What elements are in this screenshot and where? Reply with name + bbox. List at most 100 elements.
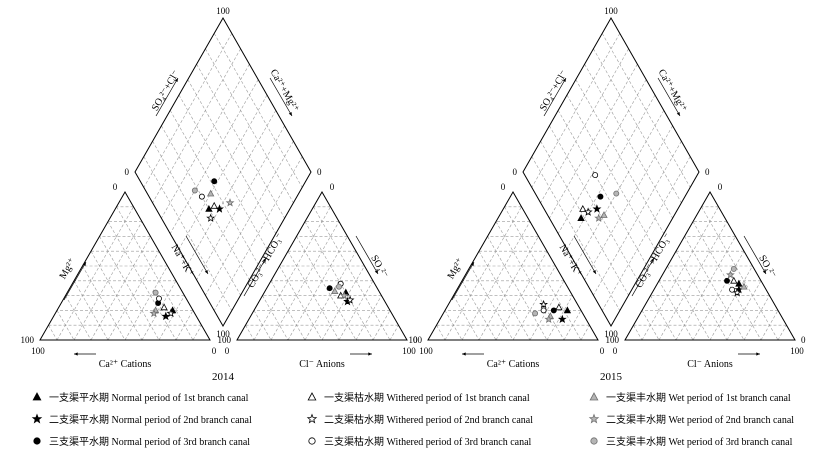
grid-line [270, 221, 340, 341]
data-point-cation [563, 306, 572, 314]
grid-line [169, 110, 259, 265]
grid-line [512, 265, 556, 341]
grid-line [178, 94, 268, 250]
corner-tick: 100 [604, 329, 618, 339]
axis-arrowhead [368, 352, 372, 356]
axis-arrowhead [374, 270, 378, 274]
grid-line [478, 236, 539, 341]
axis-label-camg: Ca²⁺+Mg²⁺ [656, 68, 689, 114]
grid-line [470, 265, 514, 341]
axis-arrow [243, 257, 267, 297]
data-point-cation [152, 289, 159, 296]
grid-line [444, 206, 522, 341]
axis-arrow [355, 235, 379, 275]
corner-tick: 0 [801, 335, 806, 345]
data-point-anion [730, 265, 737, 272]
legend-marker [31, 413, 43, 424]
grid-line [124, 265, 168, 341]
corner-tick: 100 [216, 329, 230, 339]
grid-line [389, 325, 399, 341]
grid-line [584, 125, 673, 280]
grid-line [187, 79, 277, 234]
grid-line [549, 64, 638, 219]
grid-line [161, 125, 250, 280]
axis-label-mg: Mg²⁺ [446, 256, 467, 281]
axis-arrow [543, 77, 567, 117]
grid-line [192, 325, 202, 341]
axis-label-nak: Na⁺+K⁺ [169, 243, 196, 279]
grid-line [304, 221, 374, 341]
axis-arrowhead [756, 352, 760, 356]
legend-marker [307, 392, 317, 401]
data-point-diamond [592, 204, 602, 213]
corner-tick: 0 [705, 167, 710, 177]
grid-line [158, 295, 185, 341]
data-point-diamond [191, 187, 198, 194]
grid-line [143, 33, 233, 188]
axis-arrow [451, 261, 475, 301]
axis-arrowhead [462, 352, 466, 356]
legend-label: 三支渠平水期 Normal period of 3rd branch canal [49, 436, 250, 448]
legend-label: 一支渠枯水期 Withered period of 1st branch can… [324, 391, 530, 404]
axis-arrowhead [562, 78, 566, 82]
data-point-cation [532, 310, 539, 317]
data-point-anion [326, 285, 333, 292]
grid-line [461, 280, 497, 341]
legend-item: 二支渠平水期 Normal period of 2nd branch canal [31, 413, 252, 426]
legend-label: 二支渠枯水期 Withered period of 2nd branch can… [324, 413, 533, 426]
grid-line [178, 94, 268, 250]
data-point-anion [730, 276, 738, 284]
corner-tick: 100 [409, 335, 423, 345]
legend-label: 二支渠丰水期 Wet period of 2nd branch canal [606, 413, 794, 426]
axis-label-cl-anions: Cl⁻ Anions [687, 359, 733, 370]
legend-item: 三支渠平水期 Normal period of 3rd branch canal [33, 436, 250, 448]
grid-line [566, 94, 656, 250]
ternary-outline [427, 190, 599, 341]
ternary-outline [624, 190, 796, 341]
data-point-cation [555, 303, 563, 311]
legend-marker [308, 437, 316, 445]
panel-year: 2015 [600, 371, 623, 383]
legend-marker [590, 437, 598, 445]
grid-line [601, 33, 691, 188]
corner-tick: 0 [513, 167, 518, 177]
grid-line [658, 221, 728, 341]
grid-line [152, 141, 241, 296]
grid-line [143, 156, 233, 311]
grid-line [667, 265, 711, 341]
corner-tick: 0 [225, 346, 230, 356]
data-point-diamond [600, 211, 608, 218]
corner-tick: 0 [413, 335, 418, 345]
data-point-anion [740, 282, 748, 290]
corner-tick: 0 [613, 346, 618, 356]
data-point-diamond [577, 214, 585, 222]
axis-arrowhead [74, 352, 78, 356]
axis-arrowhead [762, 270, 766, 274]
axis-arrowhead [288, 112, 292, 116]
corner-tick: 0 [113, 182, 118, 192]
axis-arrowhead [650, 258, 654, 262]
grid-line [279, 265, 323, 341]
axis-arrowhead [82, 262, 86, 266]
data-point-anion [729, 286, 736, 293]
grid-line [313, 206, 391, 341]
data-point-cation [160, 303, 168, 311]
ternary-outline [236, 190, 408, 341]
axis-arrow [269, 77, 293, 117]
grid-line [56, 206, 134, 341]
grid-line [161, 64, 250, 219]
grid-line [461, 221, 531, 341]
grid-line [692, 221, 762, 341]
corner-tick: 0 [125, 167, 130, 177]
axis-label-camg: Ca²⁺+Mg²⁺ [268, 68, 301, 114]
axis-label-ca-cations: Ca²⁺ Cations [99, 359, 152, 370]
data-point-anion [726, 270, 735, 279]
corner-tick: 100 [419, 346, 433, 356]
grid-line [495, 221, 565, 341]
corner-tick: 0 [330, 182, 335, 192]
corner-tick: 100 [790, 346, 804, 356]
corner-tick: 0 [501, 182, 506, 192]
data-point-diamond [225, 198, 235, 207]
grid-line [540, 48, 629, 203]
